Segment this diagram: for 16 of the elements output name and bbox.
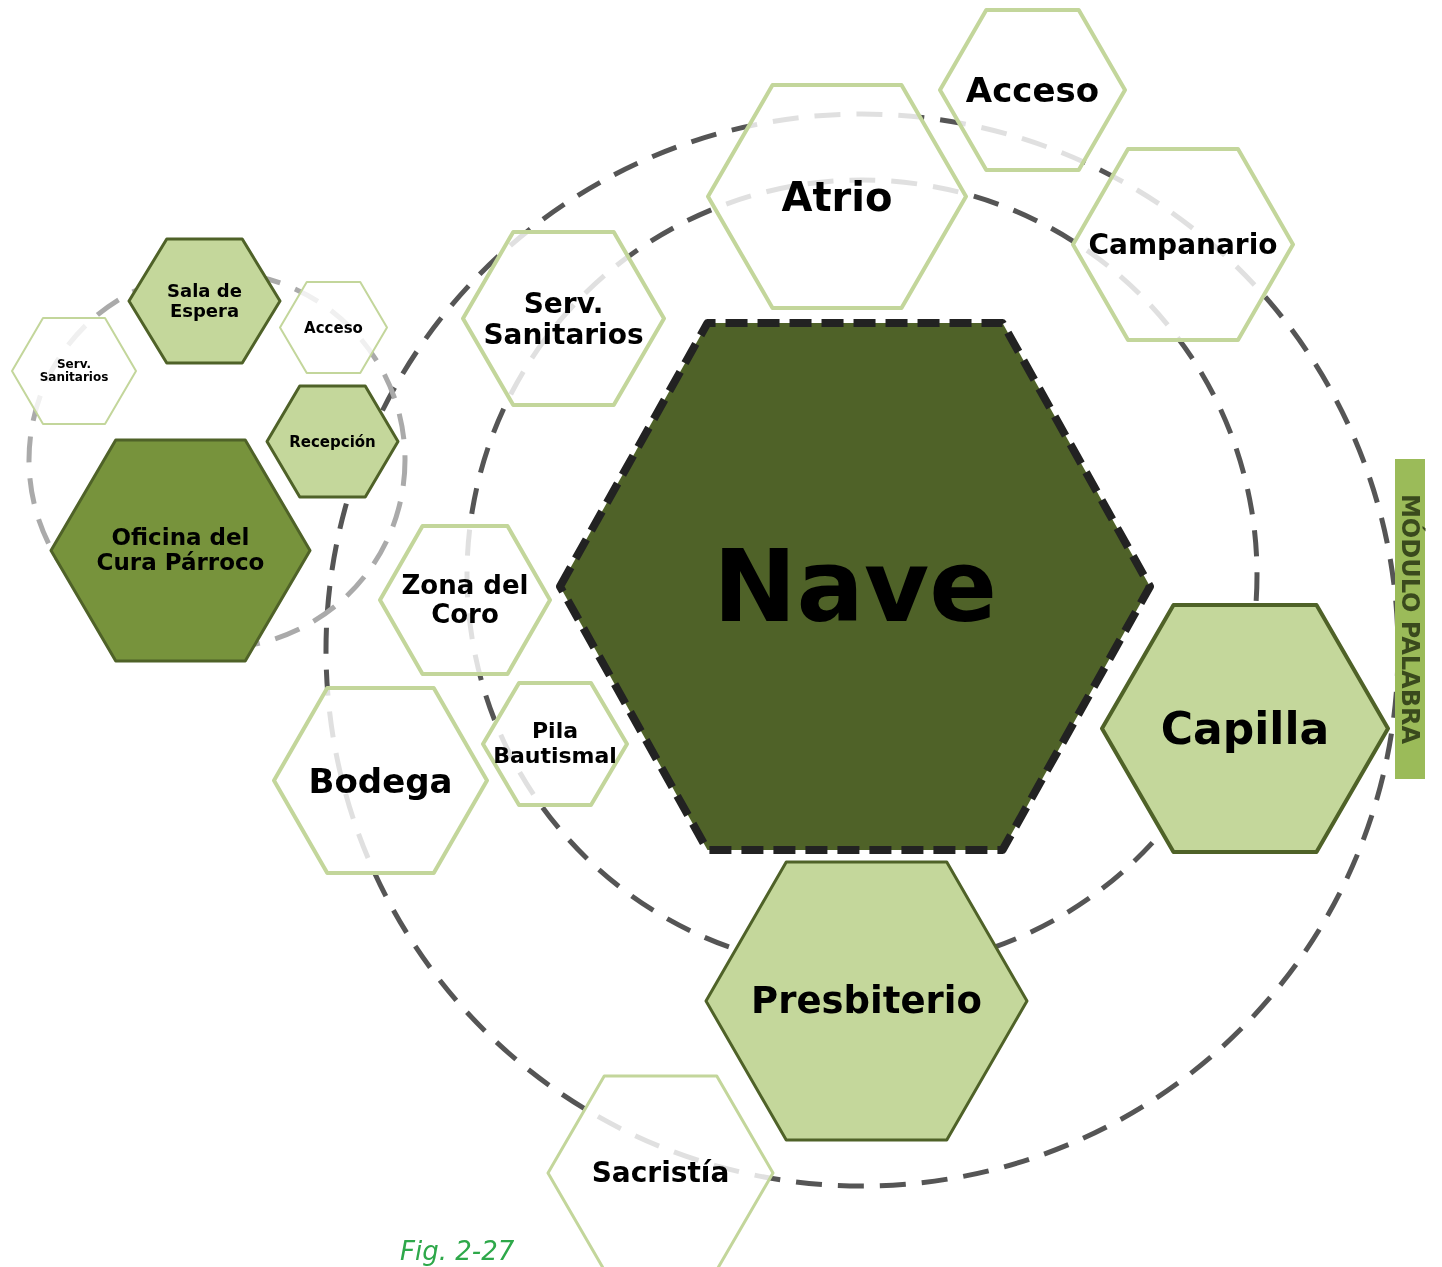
room-label: Capilla	[1159, 703, 1331, 754]
room-label: Bodega	[307, 761, 454, 800]
room-label: Sala de Espera	[166, 280, 243, 322]
module-label: MÓDULO PALABRA	[1395, 459, 1425, 779]
room-label: Acceso	[303, 319, 364, 336]
room-label: Sacristía	[590, 1157, 731, 1189]
figure-caption: Fig. 2-27	[400, 1236, 515, 1266]
room-label: Recepción	[288, 433, 377, 450]
room-label: Acceso	[964, 70, 1101, 110]
room-label: Oficina del Cura Párroco	[95, 524, 266, 577]
room-label: Campanario	[1087, 228, 1279, 261]
room-label: Serv. Sanitarios	[482, 287, 645, 350]
room-label: Presbiterio	[750, 980, 983, 1022]
room-label: Zona del Coro	[400, 570, 530, 630]
room-label: Serv. Sanitarios	[38, 357, 110, 385]
room-label: Atrio	[780, 174, 894, 219]
